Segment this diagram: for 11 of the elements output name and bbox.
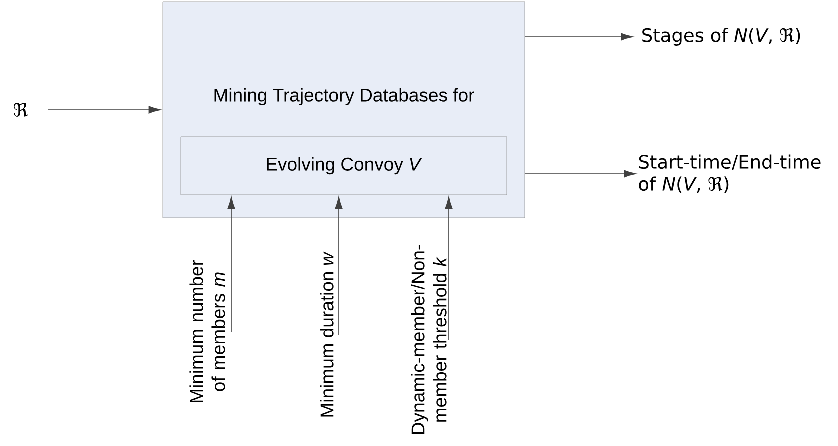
arrow: [228, 196, 236, 332]
parameter-label: Minimum duration w: [320, 252, 334, 417]
inner-box: Evolving Convoy V: [180, 136, 508, 196]
arrow: [524, 33, 634, 41]
arrow: [524, 170, 636, 178]
arrow: [335, 196, 343, 336]
output-label: Stages of N(V, ℜ): [642, 28, 800, 46]
arrow: [48, 106, 162, 114]
arrow: [445, 196, 453, 340]
input-label: ℜ: [14, 103, 28, 117]
output-label: Start-time/End-time of N(V, ℜ): [639, 154, 821, 194]
